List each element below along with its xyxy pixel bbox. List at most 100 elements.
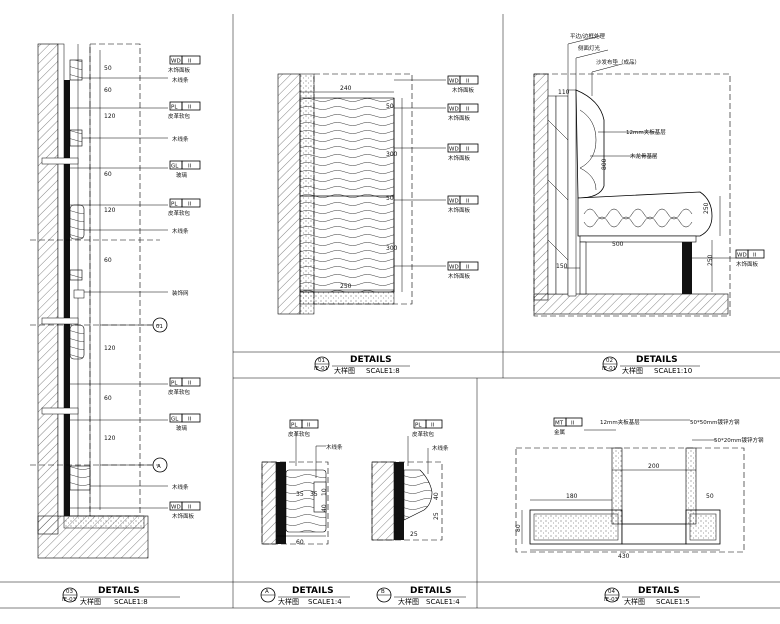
svg-text:木饰面板: 木饰面板 [172, 512, 195, 520]
title-block-04: 04 IE-03 DETAILS 大样图 SCALE1:5 [604, 586, 700, 606]
detail-03-tag-3: GL II 玻璃 [169, 160, 201, 179]
svg-text:60: 60 [104, 257, 112, 264]
detail-01-drawing [277, 73, 446, 315]
svg-text:50: 50 [386, 195, 394, 202]
svg-text:木线条: 木线条 [326, 443, 343, 451]
svg-text:300: 300 [386, 245, 398, 252]
svg-text:120: 120 [104, 113, 116, 120]
detail-03-marker-a: A [157, 464, 161, 470]
detail-03-marker-ref: 01 [156, 324, 163, 330]
svg-text:木饰面板: 木饰面板 [448, 206, 471, 214]
svg-text:WD: WD [449, 265, 459, 271]
svg-text:II: II [753, 253, 757, 259]
svg-text:大样图: 大样图 [80, 597, 101, 606]
svg-text:03: 03 [66, 589, 73, 595]
svg-text:WD: WD [171, 505, 181, 511]
detail-03-tag-5: PL II 皮革软包 [168, 377, 201, 396]
svg-text:DETAILS: DETAILS [638, 586, 680, 596]
svg-text:120: 120 [104, 435, 116, 442]
svg-text:II: II [431, 423, 435, 429]
svg-text:GL: GL [171, 164, 179, 170]
detail-03-drawing [30, 43, 168, 559]
svg-text:50: 50 [706, 493, 714, 500]
detail-03-label-decor-mesh: 装饰网 [172, 289, 189, 297]
svg-text:10: 10 [321, 488, 328, 496]
svg-text:A: A [265, 589, 269, 595]
svg-text:60: 60 [104, 87, 112, 94]
svg-text:40: 40 [321, 504, 328, 512]
svg-text:180: 180 [566, 493, 578, 500]
svg-text:SCALE1:8: SCALE1:8 [366, 367, 400, 375]
svg-text:木饰面板: 木饰面板 [448, 272, 471, 280]
svg-text:皮革软包: 皮革软包 [168, 388, 191, 396]
svg-text:12mm夹板基层: 12mm夹板基层 [626, 128, 666, 136]
svg-text:120: 120 [104, 207, 116, 214]
svg-text:200: 200 [648, 463, 660, 470]
svg-text:PL: PL [291, 423, 298, 429]
svg-text:60: 60 [104, 395, 112, 402]
svg-text:皮革软包: 皮革软包 [168, 112, 191, 120]
svg-text:DETAILS: DETAILS [98, 586, 140, 596]
detail-03-tag-4: PL II 皮革软包 [168, 198, 201, 217]
detail-04-dimensions: 200 180 50 430 80 [515, 463, 714, 560]
svg-text:PL: PL [171, 381, 178, 387]
svg-text:IE-01: IE-01 [602, 366, 616, 372]
detail-03-label-wood-strip-2: 木线条 [172, 135, 189, 143]
svg-text:35: 35 [296, 491, 304, 498]
svg-text:皮革软包: 皮革软包 [412, 430, 435, 438]
svg-text:玻璃: 玻璃 [176, 171, 188, 179]
svg-text:240: 240 [340, 85, 352, 92]
svg-text:大样图: 大样图 [624, 597, 645, 606]
svg-text:II: II [188, 505, 192, 511]
svg-text:MT: MT [555, 421, 564, 427]
svg-text:DETAILS: DETAILS [292, 586, 334, 596]
svg-text:250: 250 [707, 254, 714, 266]
svg-text:12mm夹板基层: 12mm夹板基层 [600, 418, 640, 426]
svg-text:50: 50 [104, 65, 112, 72]
svg-text:110: 110 [558, 89, 570, 96]
svg-text:04: 04 [608, 589, 615, 595]
svg-text:IE-03: IE-03 [62, 597, 77, 603]
detail-02-drawing [533, 35, 736, 317]
svg-text:皮革软包: 皮革软包 [168, 209, 191, 217]
detail-03-tag-2: PL II 皮革软包 [168, 101, 201, 120]
svg-text:25: 25 [433, 512, 440, 520]
detail-04-drawing [515, 419, 745, 553]
detail-04-notes: 12mm夹板基层 50*50mm镀锌方钢 50*20mm镀锌方钢 [600, 418, 764, 444]
svg-text:II: II [571, 421, 575, 427]
svg-text:40: 40 [433, 492, 440, 500]
svg-text:SCALE1:8: SCALE1:8 [114, 598, 148, 606]
svg-text:01: 01 [318, 358, 325, 364]
svg-text:木饰面板: 木饰面板 [168, 66, 191, 74]
detail-b-drawing [371, 436, 443, 541]
svg-text:02: 02 [606, 358, 613, 364]
svg-text:PL: PL [171, 202, 178, 208]
svg-text:50*50mm镀锌方钢: 50*50mm镀锌方钢 [690, 418, 740, 426]
svg-text:430: 430 [618, 553, 630, 560]
title-block-01: 01 IE-01 DETAILS 大样图 SCALE1:8 [314, 355, 410, 375]
svg-text:250: 250 [703, 202, 710, 214]
svg-text:平边/边框处理: 平边/边框处理 [570, 32, 605, 40]
detail-03-tag-7: WD II 木饰面板 [169, 501, 201, 520]
svg-text:80: 80 [515, 524, 522, 532]
svg-text:木饰面板: 木饰面板 [448, 114, 471, 122]
detail-a-dimensions: 60 35 35 10 40 [296, 488, 328, 546]
svg-text:沙发布垫（成品）: 沙发布垫（成品） [596, 58, 640, 66]
svg-text:SCALE1:10: SCALE1:10 [654, 367, 692, 375]
svg-text:800: 800 [601, 158, 608, 170]
svg-text:PL: PL [415, 423, 422, 429]
svg-text:GL: GL [171, 417, 179, 423]
detail-03-tag-6: GL II 玻璃 [169, 413, 201, 432]
svg-text:WD: WD [449, 79, 459, 85]
svg-text:250: 250 [340, 283, 352, 290]
svg-text:II: II [188, 202, 192, 208]
svg-text:II: II [466, 147, 470, 153]
detail-03-tag-1: WD II 木饰面板 [168, 55, 201, 74]
detail-03-label-wood-strip-1: 木线条 [172, 76, 189, 84]
title-block-b: B DETAILS 大样图 SCALE1:4 [376, 586, 466, 606]
